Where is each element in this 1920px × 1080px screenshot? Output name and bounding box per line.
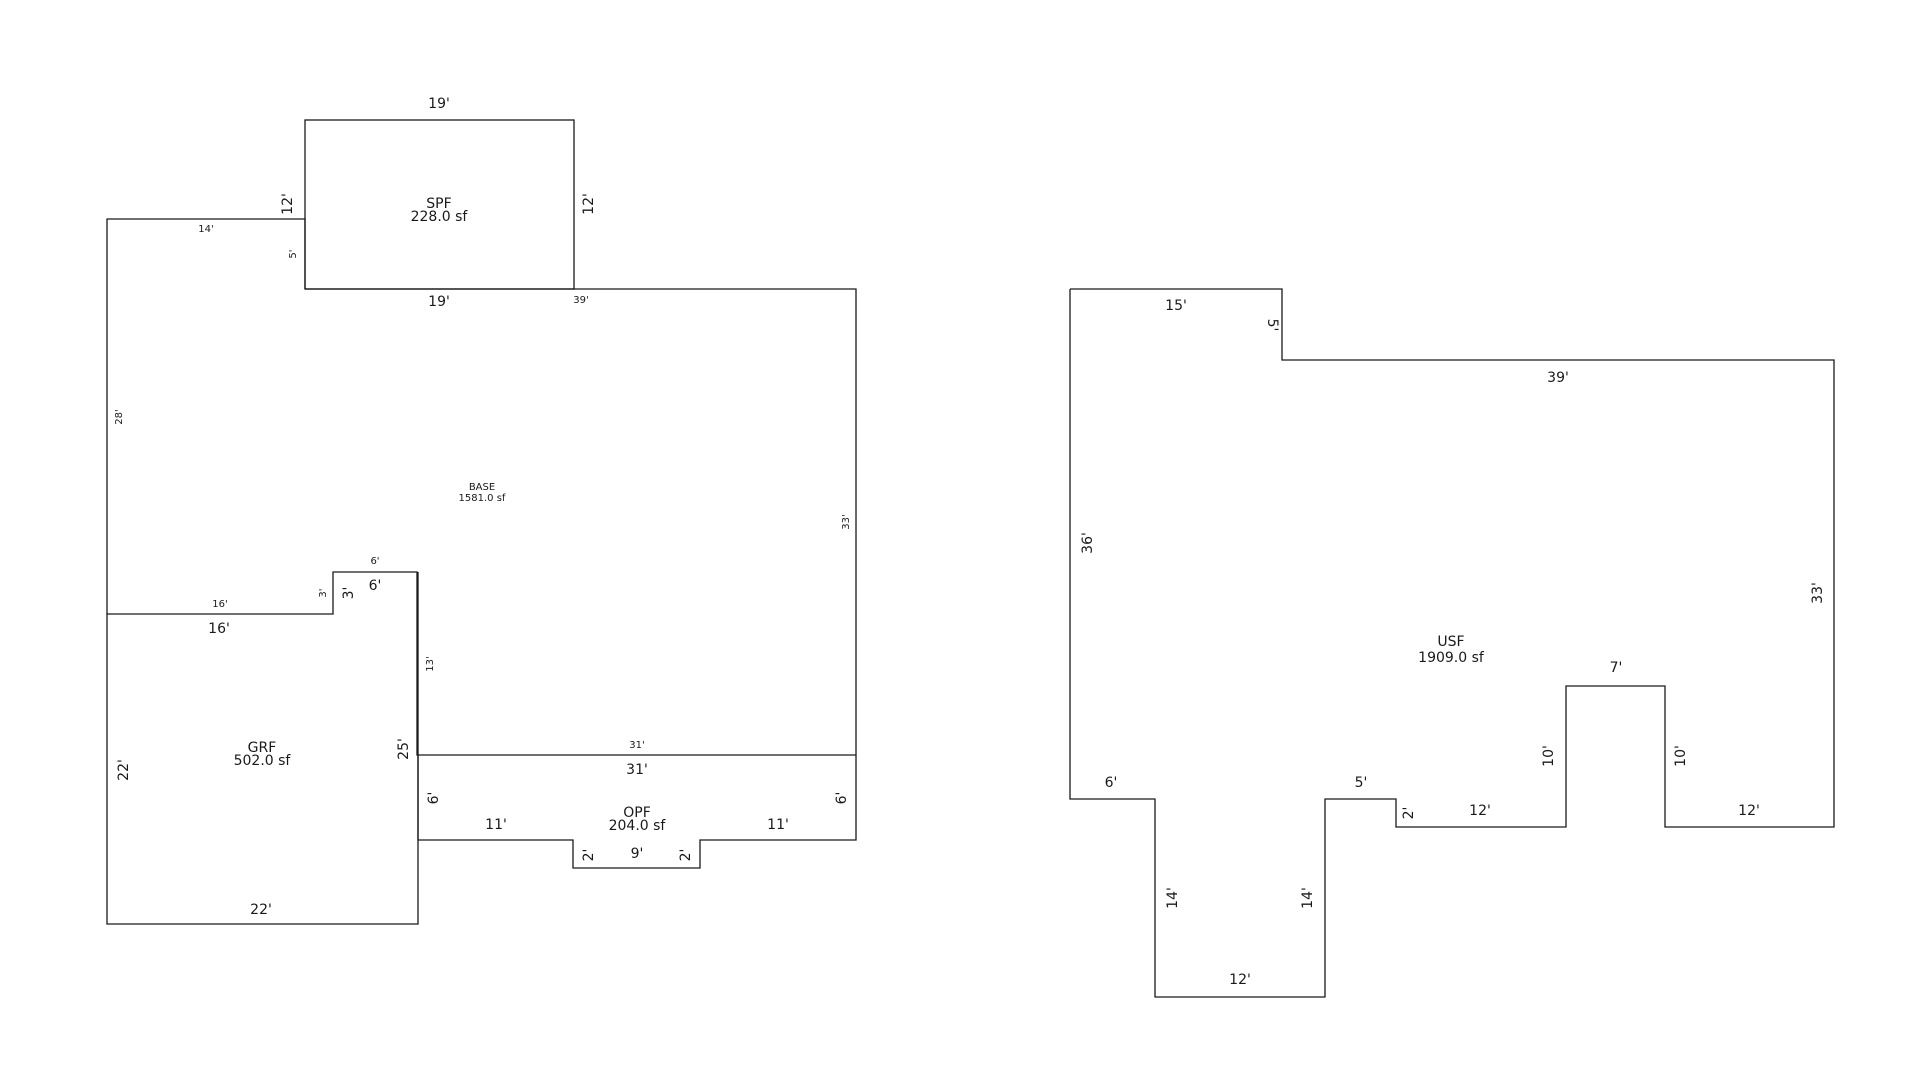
usf-area: 1909.0 sf (1418, 650, 1485, 666)
usf-dim-wing-left: 14' (1165, 887, 1181, 909)
spf-dim-right: 12' (581, 193, 597, 215)
usf-dim-notch: 5' (1264, 319, 1280, 332)
base-dim-bottom: 31' (629, 740, 644, 751)
grf-dim-bottom: 22' (250, 902, 272, 918)
usf-dim-bottom-right: 12' (1738, 803, 1760, 819)
usf-dim-right: 33' (1810, 582, 1826, 604)
base-dim-top-left: 14' (198, 224, 213, 235)
base-area: 1581.0 sf (459, 493, 506, 504)
usf-dim-bay-top: 7' (1610, 660, 1623, 676)
opf-name: OPF (623, 805, 651, 821)
base-name: BASE (469, 482, 495, 493)
opf-dim-bottom-left: 11' (485, 817, 507, 833)
usf-dim-wing-bottom: 12' (1229, 972, 1251, 988)
usf-dim-bay-right: 10' (1673, 745, 1689, 767)
grf-outline (106, 572, 419, 925)
spf-dim-bottom: 19' (428, 294, 450, 310)
opf-dim-bottom-right: 11' (767, 817, 789, 833)
opf-area: 204.0 sf (609, 818, 667, 834)
base-dim-step-left: 3' (318, 588, 329, 597)
usf-dim-bay-left: 10' (1541, 745, 1557, 767)
spf-dim-left: 12' (280, 193, 296, 215)
spf-area: 228.0 sf (411, 209, 469, 225)
base-dim-step-top: 6' (370, 556, 379, 567)
usf-name: USF (1437, 634, 1464, 650)
usf-dim-wing-right: 14' (1300, 887, 1316, 909)
usf-dim-step-mid-top: 5' (1355, 775, 1368, 791)
usf-dim-top-right: 39' (1547, 370, 1569, 386)
usf-dim-left: 36' (1080, 532, 1096, 554)
base-dim-grf-edge: 16' (212, 599, 227, 610)
opf-dim-top: 31' (626, 762, 648, 778)
opf-dim-jog-left: 2' (581, 849, 597, 862)
opf-dim-right: 6' (834, 792, 850, 805)
spf-name: SPF (426, 196, 451, 212)
base-dim-notch: 5' (288, 249, 299, 258)
grf-name: GRF (248, 740, 277, 756)
opf-dim-bottom-mid: 9' (631, 846, 644, 862)
base-dim-step-down: 13' (425, 656, 436, 671)
usf-dim-bottom-mid-left: 12' (1469, 803, 1491, 819)
grf-dim-step-left: 3' (341, 587, 357, 600)
grf-area: 502.0 sf (234, 753, 292, 769)
usf-dim-jog: 2' (1401, 807, 1417, 820)
base-dim-right: 33' (841, 514, 852, 529)
opf-outline (417, 755, 857, 869)
grf-dim-step-top: 6' (369, 578, 382, 594)
opf-dim-left: 6' (426, 792, 442, 805)
usf-dim-step-left-top: 6' (1105, 775, 1118, 791)
base-dim-left: 28' (114, 409, 125, 424)
spf-dim-top: 19' (428, 96, 450, 112)
opf-dim-jog-right: 2' (678, 849, 694, 862)
usf-outline (1069, 288, 1835, 998)
grf-dim-top: 16' (208, 621, 230, 637)
grf-dim-right: 25' (396, 738, 412, 760)
usf-dim-top-left: 15' (1165, 298, 1187, 314)
base-outline (106, 218, 857, 756)
left-plan: 19' 12' 12' 19' SPF 228.0 sf 14' 5' 39' … (106, 96, 857, 925)
grf-dim-left: 22' (116, 759, 132, 781)
base-dim-top-right: 39' (573, 295, 588, 306)
right-plan: 15' 5' 39' 36' 33' 6' 14' 12' 14' 5' 2' … (1069, 288, 1835, 998)
